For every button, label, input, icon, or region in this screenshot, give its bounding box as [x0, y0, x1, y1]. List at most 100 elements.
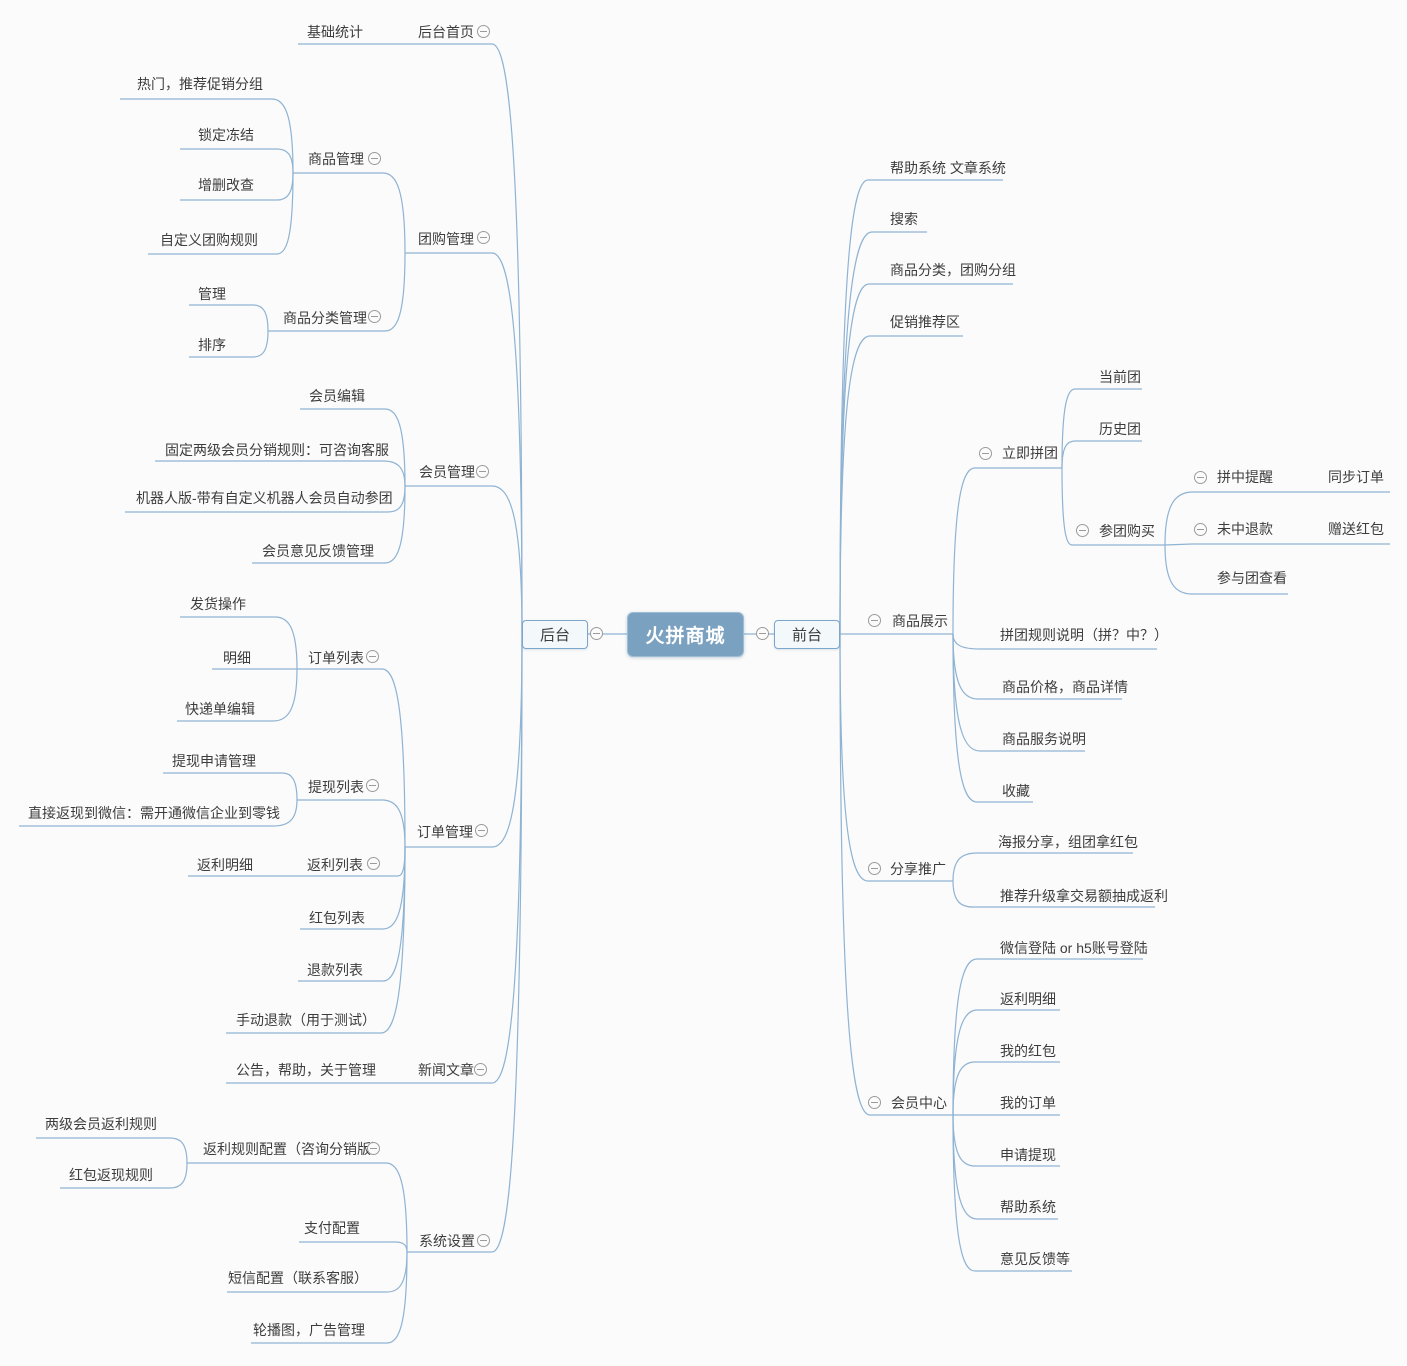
node-ddgl[interactable]: 订单管理	[417, 824, 473, 840]
node-sqtx[interactable]: 申请提现	[1000, 1147, 1056, 1163]
node-gonggao[interactable]: 公告，帮助，关于管理	[236, 1062, 376, 1078]
node-xtsz[interactable]: 系统设置	[419, 1233, 475, 1249]
collapse-icon-spflgl[interactable]	[368, 310, 381, 323]
frontend-node[interactable]: 前台	[774, 620, 840, 649]
node-flmx2[interactable]: 返利明细	[1000, 991, 1056, 1007]
node-lbt[interactable]: 轮播图，广告管理	[253, 1322, 365, 1338]
collapse-icon-ddlb[interactable]	[366, 650, 379, 663]
node-shoucang[interactable]: 收藏	[1002, 783, 1030, 799]
collapse-icon-tggl[interactable]	[477, 231, 490, 244]
node-cxtjq[interactable]: 促销推荐区	[890, 314, 960, 330]
node-wztk[interactable]: 未中退款	[1217, 521, 1273, 537]
minus-dash	[369, 785, 376, 786]
collapse-icon-pztx[interactable]	[1194, 471, 1207, 484]
node-sousuo[interactable]: 搜索	[890, 211, 918, 227]
collapse-icon-frontend[interactable]	[756, 627, 769, 640]
node-tklb[interactable]: 退款列表	[307, 962, 363, 978]
node-guanli[interactable]: 管理	[198, 286, 226, 302]
node-flgz[interactable]: 返利规则配置（咨询分销版）	[203, 1141, 385, 1157]
collapse-icon-xwwz[interactable]	[474, 1063, 487, 1076]
minus-dash	[871, 620, 878, 621]
node-spzs[interactable]: 商品展示	[892, 613, 948, 629]
node-wddd[interactable]: 我的订单	[1000, 1095, 1056, 1111]
node-paixu[interactable]: 排序	[198, 337, 226, 353]
collapse-icon-hygl[interactable]	[476, 465, 489, 478]
collapse-icon-hyzx[interactable]	[868, 1096, 881, 1109]
node-ljpt[interactable]: 立即拼团	[1002, 445, 1058, 461]
node-wxdl[interactable]: 微信登陆 or h5账号登陆	[1000, 940, 1148, 956]
node-bzxt[interactable]: 帮助系统 文章系统	[890, 160, 1006, 176]
node-tbdd[interactable]: 同步订单	[1328, 469, 1384, 485]
collapse-icon-fllb[interactable]	[367, 857, 380, 870]
node-pztx[interactable]: 拼中提醒	[1217, 469, 1273, 485]
node-dxpz[interactable]: 短信配置（联系客服）	[228, 1270, 368, 1286]
node-txsq[interactable]: 提现申请管理	[172, 753, 256, 769]
node-yjfk[interactable]: 意见反馈等	[1000, 1251, 1070, 1267]
node-hbfx[interactable]: 红包返现规则	[69, 1167, 153, 1183]
node-zshb[interactable]: 赠送红包	[1328, 521, 1384, 537]
collapse-icon-flgz[interactable]	[367, 1142, 380, 1155]
minus-dash	[371, 158, 378, 159]
node-jichu[interactable]: 基础统计	[307, 24, 363, 40]
node-lst[interactable]: 历史团	[1099, 421, 1141, 437]
node-zengshan[interactable]: 增删改查	[198, 177, 254, 193]
collapse-icon-fxtg[interactable]	[868, 862, 881, 875]
node-ljhy[interactable]: 两级会员返利规则	[45, 1116, 157, 1132]
node-haibao[interactable]: 海报分享，组团拿红包	[998, 834, 1138, 850]
node-ddlb[interactable]: 订单列表	[308, 650, 364, 666]
node-zdygz[interactable]: 自定义团购规则	[160, 232, 258, 248]
node-fxtg[interactable]: 分享推广	[890, 861, 946, 877]
node-cytck[interactable]: 参与团查看	[1217, 570, 1287, 586]
collapse-icon-ctgm[interactable]	[1076, 524, 1089, 537]
node-ptgz[interactable]: 拼团规则说明（拼？中？）	[1000, 627, 1168, 643]
collapse-icon-xtsz[interactable]	[477, 1234, 490, 1247]
node-suoding[interactable]: 锁定冻结	[198, 127, 254, 143]
node-txlb[interactable]: 提现列表	[308, 779, 364, 795]
node-mingxi[interactable]: 明细	[223, 650, 251, 666]
minus-dash	[477, 1069, 484, 1070]
collapse-icon-ljpt[interactable]	[979, 447, 992, 460]
node-flmx[interactable]: 返利明细	[197, 857, 253, 873]
minus-dash	[479, 471, 486, 472]
node-spfw[interactable]: 商品服务说明	[1002, 731, 1086, 747]
minus-dash	[369, 656, 376, 657]
minus-dash	[871, 1102, 878, 1103]
node-houye[interactable]: 后台首页	[418, 24, 474, 40]
collapse-icon-spzs[interactable]	[868, 614, 881, 627]
root-node[interactable]: 火拼商城	[627, 612, 744, 657]
node-spflgl[interactable]: 商品分类管理	[283, 310, 367, 326]
node-spgl[interactable]: 商品管理	[308, 151, 364, 167]
node-spjg[interactable]: 商品价格，商品详情	[1002, 679, 1128, 695]
node-bzxt2[interactable]: 帮助系统	[1000, 1199, 1056, 1215]
node-zfpz[interactable]: 支付配置	[304, 1220, 360, 1236]
node-zjfx[interactable]: 直接返现到微信：需开通微信企业到零钱	[28, 805, 280, 821]
node-hygl[interactable]: 会员管理	[419, 464, 475, 480]
collapse-icon-ddgl[interactable]	[475, 824, 488, 837]
node-sdtk[interactable]: 手动退款（用于测试）	[236, 1012, 376, 1028]
node-kuaidi[interactable]: 快递单编辑	[185, 701, 255, 717]
node-hyzx[interactable]: 会员中心	[891, 1095, 947, 1111]
node-spfl[interactable]: 商品分类，团购分组	[890, 262, 1016, 278]
backend-node[interactable]: 后台	[522, 620, 588, 649]
node-fllb[interactable]: 返利列表	[307, 857, 363, 873]
node-hblb[interactable]: 红包列表	[309, 910, 365, 926]
node-remen[interactable]: 热门，推荐促销分组	[137, 76, 263, 92]
node-guding[interactable]: 固定两级会员分销规则：可咨询客服	[165, 442, 389, 458]
minus-dash	[370, 863, 377, 864]
collapse-icon-backend[interactable]	[590, 627, 603, 640]
minus-dash	[1197, 477, 1204, 478]
node-hyyjfk[interactable]: 会员意见反馈管理	[262, 543, 374, 559]
node-hybj[interactable]: 会员编辑	[309, 388, 365, 404]
node-xwwz[interactable]: 新闻文章	[418, 1062, 474, 1078]
collapse-icon-wztk[interactable]	[1194, 523, 1207, 536]
node-wdhb[interactable]: 我的红包	[1000, 1043, 1056, 1059]
collapse-icon-houye[interactable]	[477, 25, 490, 38]
collapse-icon-spgl[interactable]	[368, 152, 381, 165]
node-dqt[interactable]: 当前团	[1099, 369, 1141, 385]
node-jiqiren[interactable]: 机器人版-带有自定义机器人会员自动参团	[136, 490, 393, 506]
node-ctgm[interactable]: 参团购买	[1099, 523, 1155, 539]
collapse-icon-txlb[interactable]	[366, 779, 379, 792]
node-tjsj[interactable]: 推荐升级拿交易额抽成返利	[1000, 888, 1168, 904]
node-tggl[interactable]: 团购管理	[418, 231, 474, 247]
node-fahuo[interactable]: 发货操作	[190, 596, 246, 612]
